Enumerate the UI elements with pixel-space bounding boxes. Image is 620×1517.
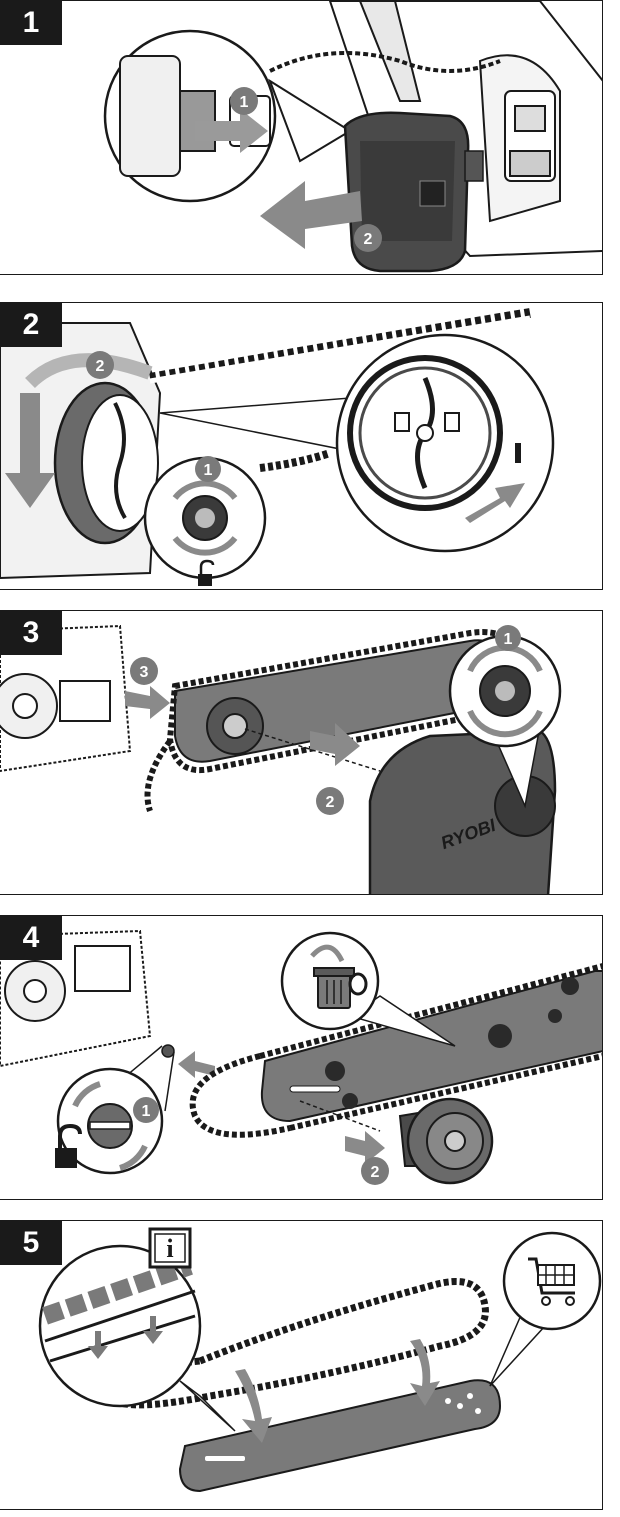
zoom-callout-trash xyxy=(280,931,456,1047)
trash-bin-icon xyxy=(310,944,368,1009)
arrow-icon xyxy=(88,1331,108,1359)
arrow-icon xyxy=(25,353,153,389)
chain-icon xyxy=(269,51,501,73)
zoom-callout-cart xyxy=(489,1231,602,1387)
step-1-panel: 1 1 xyxy=(0,0,603,275)
arrow-icon xyxy=(310,723,360,766)
step-4-illustration: 1 2 xyxy=(0,929,602,1185)
step-3-badge: 3 xyxy=(0,611,62,655)
callout-2: 2 xyxy=(371,1164,380,1181)
step-4-badge: 4 xyxy=(0,916,62,960)
chain-icon xyxy=(149,308,531,383)
arrow-icon xyxy=(195,109,268,153)
step-5-panel: 5 i xyxy=(0,1220,603,1510)
info-icon: i xyxy=(148,1227,192,1269)
callout-1: 1 xyxy=(142,1103,151,1120)
chain-icon xyxy=(42,1257,193,1325)
step-4-panel: 4 1 xyxy=(0,915,603,1200)
step-5-badge: 5 xyxy=(0,1221,62,1265)
arrow-icon xyxy=(410,1339,440,1406)
arrow-icon xyxy=(125,686,170,719)
zoom-callout xyxy=(38,1244,236,1432)
chain-icon xyxy=(144,739,173,812)
guide-bar-icon xyxy=(178,1379,502,1493)
callout-2: 2 xyxy=(96,358,105,375)
callout-2: 2 xyxy=(326,794,335,811)
step-2-panel: 2 2 1 xyxy=(0,302,603,590)
zoom-callout: 1 xyxy=(55,1067,164,1175)
zoom-callout: 1 xyxy=(103,29,352,203)
zoom-callout-large xyxy=(159,333,555,553)
callout-1: 1 xyxy=(504,631,513,648)
sprocket-cover xyxy=(398,1097,494,1185)
step-2-badge: 2 xyxy=(0,303,62,347)
zoom-callout: 1 xyxy=(448,625,562,809)
step-1-badge: 1 xyxy=(0,1,62,45)
callout-3: 3 xyxy=(140,664,149,681)
info-symbol: i xyxy=(166,1234,173,1263)
arrow-icon xyxy=(465,483,525,523)
step-5-illustration: i xyxy=(38,1227,602,1493)
chain-icon xyxy=(259,449,332,472)
step-3-illustration: 3 2 RYOBI 1 xyxy=(0,624,562,894)
chain-icon xyxy=(259,963,602,1131)
knob-icon xyxy=(53,381,159,545)
zoom-callout-small: 1 xyxy=(143,456,267,586)
arrow-icon xyxy=(5,393,55,508)
callout-1: 1 xyxy=(204,462,213,479)
shopping-cart-icon xyxy=(528,1257,575,1306)
guide-bar-icon xyxy=(189,963,602,1138)
arrow-icon xyxy=(235,1369,272,1443)
arrow-icon xyxy=(143,1316,163,1344)
arrow-icon xyxy=(260,181,362,249)
arrow-icon xyxy=(178,1051,215,1078)
lock-open-icon xyxy=(55,1123,82,1168)
step-1-illustration: 1 2 xyxy=(103,1,602,273)
step-3-panel: 3 3 2 RYOBI xyxy=(0,610,603,895)
callout-1: 1 xyxy=(240,94,249,111)
step-2-illustration: 2 1 xyxy=(0,308,555,586)
callout-2: 2 xyxy=(364,231,373,248)
side-cover: RYOBI xyxy=(368,729,557,894)
arrow-icon xyxy=(345,1131,385,1164)
lock-open-icon xyxy=(198,559,215,586)
chain-icon xyxy=(189,1053,291,1138)
